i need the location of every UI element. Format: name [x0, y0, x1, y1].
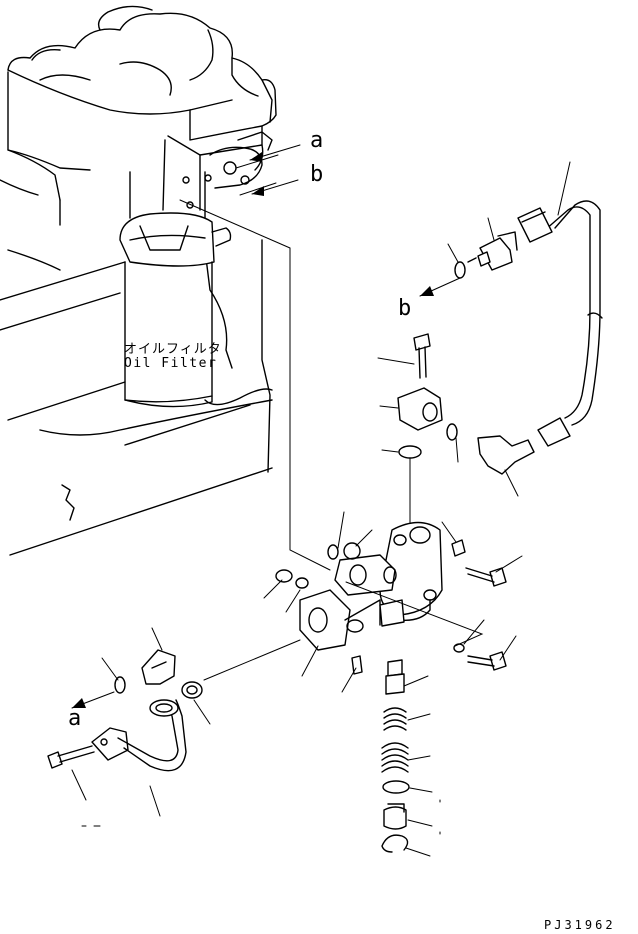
lower-pipe [91, 699, 187, 772]
oil-filter [119, 171, 232, 408]
arrow-label-b-top: b [310, 162, 324, 187]
valve-body [299, 521, 443, 651]
upper-hose [517, 200, 603, 447]
arrow-label-a-left: a [68, 706, 82, 731]
flow-arrows [71, 144, 461, 709]
elbow-fitting-right [446, 423, 535, 475]
engine-block [0, 5, 277, 556]
oil-filter-label-en: Oil Filter [124, 356, 218, 371]
elbow-fitting-left [114, 649, 176, 694]
valve-stack [381, 659, 410, 853]
connector-b [454, 231, 518, 279]
bolt-lower-left [47, 745, 95, 769]
bolt-right-lower [467, 651, 507, 671]
bolt-top [413, 333, 431, 379]
gasket-left [181, 681, 203, 699]
leader-lines [71, 154, 571, 857]
bolt-right-upper [465, 567, 507, 587]
tee-block [397, 387, 443, 531]
oil-filter-label-jp: オイルフィルタ [124, 342, 222, 357]
arrow-label-a-top: a [310, 128, 324, 153]
drawing-code: PJ31962 [544, 918, 616, 932]
plug-lower [351, 655, 363, 675]
plug-right [451, 539, 466, 557]
arrow-label-b-right: b [398, 296, 412, 321]
